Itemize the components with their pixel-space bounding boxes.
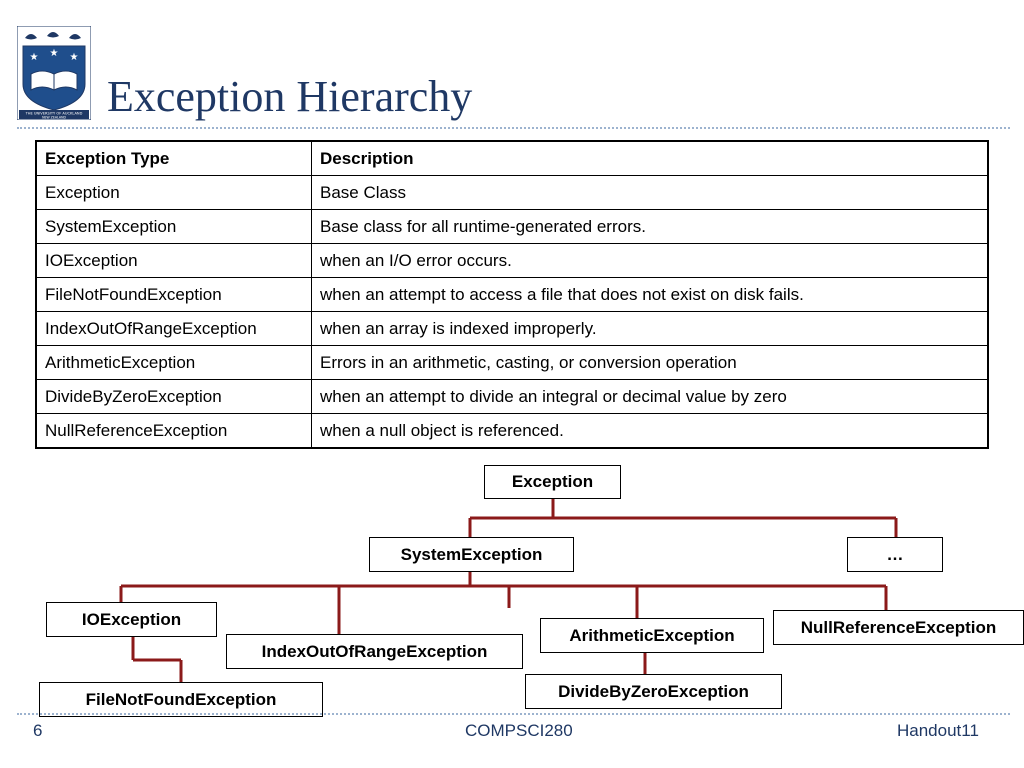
svg-text:★: ★ [50, 48, 59, 59]
page-number: 6 [33, 721, 43, 740]
table-cell: Base class for all runtime-generated err… [311, 209, 989, 244]
table-cell: when a null object is referenced. [311, 413, 989, 449]
table-header-row: Exception Type Description [35, 140, 989, 176]
node-null-reference-exception: NullReferenceException [773, 610, 1024, 645]
table-cell: when an I/O error occurs. [311, 243, 989, 278]
table-cell: NullReferenceException [35, 413, 312, 449]
logo-caption-line-1: THE UNIVERSITY OF AUCKLAND [25, 112, 83, 116]
footer-divider [17, 713, 1010, 715]
svg-text:★: ★ [30, 52, 39, 63]
logo-caption-line-2: NEW ZEALAND [42, 115, 66, 119]
course-code: COMPSCI280 [465, 721, 573, 740]
table-cell: when an array is indexed improperly. [311, 311, 989, 346]
table-cell: IOException [35, 243, 312, 278]
university-crest-icon: ★ ★ ★ THE UNIVERSITY OF AUCKLAND NEW ZEA… [16, 25, 92, 121]
table-cell: IndexOutOfRangeException [35, 311, 312, 346]
table-cell: DivideByZeroException [35, 379, 312, 414]
slide-title: Exception Hierarchy [107, 72, 473, 121]
table-cell: when an attempt to divide an integral or… [311, 379, 989, 414]
node-io-exception: IOException [46, 602, 217, 637]
node-index-out-of-range-exception: IndexOutOfRangeException [226, 634, 523, 669]
table-cell: Exception [35, 175, 312, 210]
node-file-not-found-exception: FileNotFoundException [39, 682, 323, 717]
university-logo: ★ ★ ★ THE UNIVERSITY OF AUCKLAND NEW ZEA… [16, 25, 92, 121]
svg-text:★: ★ [70, 52, 79, 63]
node-divide-by-zero-exception: DivideByZeroException [525, 674, 782, 709]
table-header-cell: Description [311, 140, 989, 176]
node-system-exception: SystemException [369, 537, 574, 572]
node-exception: Exception [484, 465, 621, 499]
node-arithmetic-exception: ArithmeticException [540, 618, 764, 653]
table-cell: when an attempt to access a file that do… [311, 277, 989, 312]
header-divider [17, 127, 1010, 129]
handout-label: Handout11 [897, 721, 979, 740]
table-cell: Errors in an arithmetic, casting, or con… [311, 345, 989, 380]
node-ellipsis: … [847, 537, 943, 572]
